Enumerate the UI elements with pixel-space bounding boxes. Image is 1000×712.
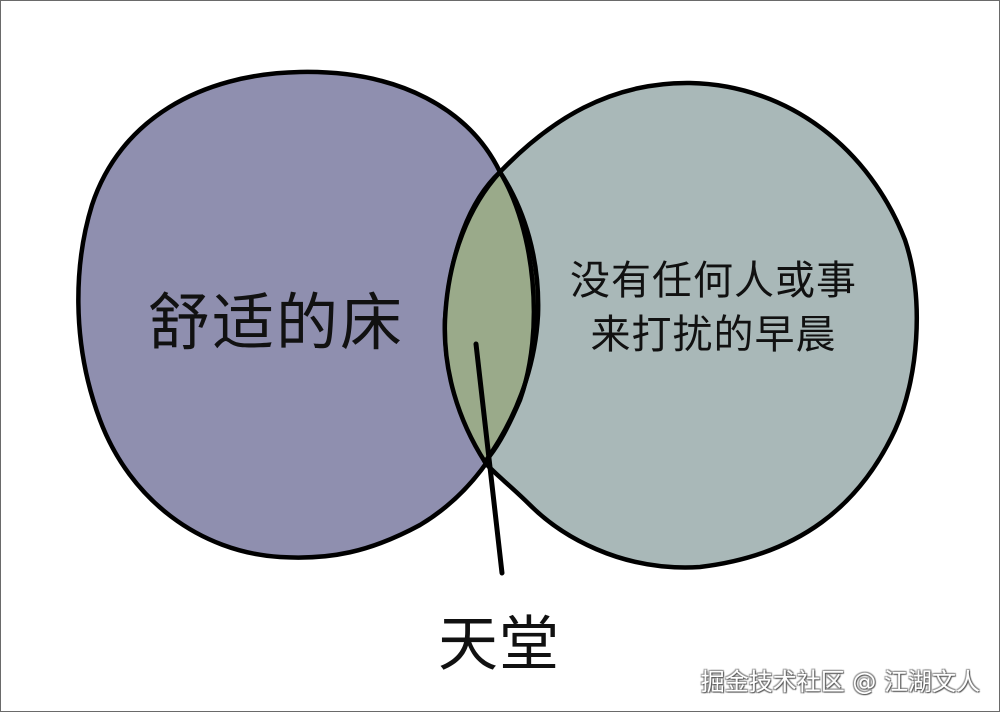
right-set-label: 没有任何人或事 来打扰的早晨 — [570, 254, 857, 362]
right-set-label-line-1: 没有任何人或事 — [570, 258, 857, 304]
watermark: 掘金技术社区 @ 江湖文人 — [700, 668, 980, 696]
left-circle-edge — [482, 169, 537, 465]
intersection-label: 天堂 — [438, 610, 560, 680]
left-set-label: 舒适的床 — [148, 286, 405, 359]
intersection-pointer-line — [473, 341, 505, 576]
right-set-label-line-2: 来打扰的早晨 — [590, 312, 837, 358]
